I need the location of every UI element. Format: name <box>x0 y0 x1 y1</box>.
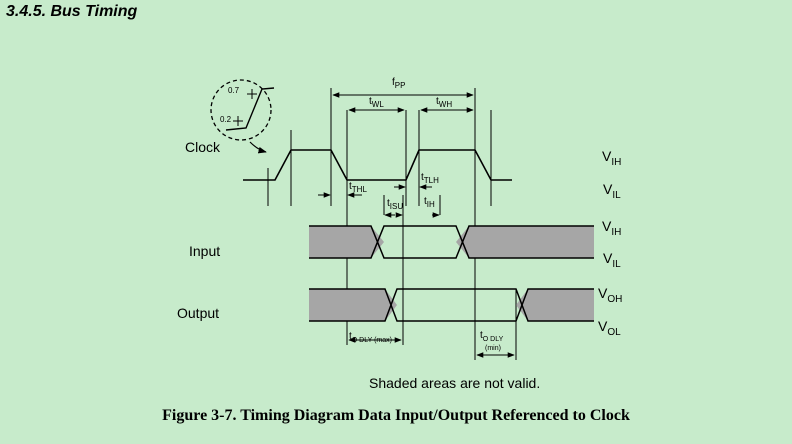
twl-label: tWL <box>369 96 384 109</box>
todly-max-label: tO DLY (max) <box>349 331 392 344</box>
clock-vih-label: VIH <box>602 148 621 168</box>
output-vol-label: VOL <box>598 318 621 338</box>
shaded-areas-note: Shaded areas are not valid. <box>369 375 541 391</box>
ttlh-label: tTLH <box>421 172 439 185</box>
todly-min-sub-label: (min) <box>485 345 501 352</box>
output-label: Output <box>177 305 219 321</box>
section-title: 3.4.5. Bus Timing <box>6 3 138 20</box>
input-waveform <box>309 225 594 259</box>
figure-caption: Figure 3-7. Timing Diagram Data Input/Ou… <box>162 407 630 424</box>
dimension-arrows <box>318 92 515 358</box>
input-label: Input <box>189 243 220 259</box>
inset-low-label: 0.2 <box>220 115 232 124</box>
fpp-label: fPP <box>392 77 405 90</box>
rise-threshold-inset: 0.7 0.2 <box>210 79 275 154</box>
todly-min-label: tO DLY <box>480 330 504 343</box>
input-vil-label: VIL <box>603 250 621 270</box>
input-vih-label: VIH <box>602 218 621 238</box>
tisu-label: tISU <box>387 198 403 211</box>
output-voh-label: VOH <box>598 285 622 305</box>
tih-label: tIH <box>424 196 435 209</box>
clock-label: Clock <box>185 139 221 155</box>
clock-waveform <box>243 130 512 206</box>
tthl-label: tTHL <box>349 181 367 194</box>
output-waveform <box>309 288 594 322</box>
twh-label: tWH <box>436 96 452 109</box>
clock-vil-label: VIL <box>603 181 621 201</box>
inset-high-label: 0.7 <box>228 86 240 95</box>
